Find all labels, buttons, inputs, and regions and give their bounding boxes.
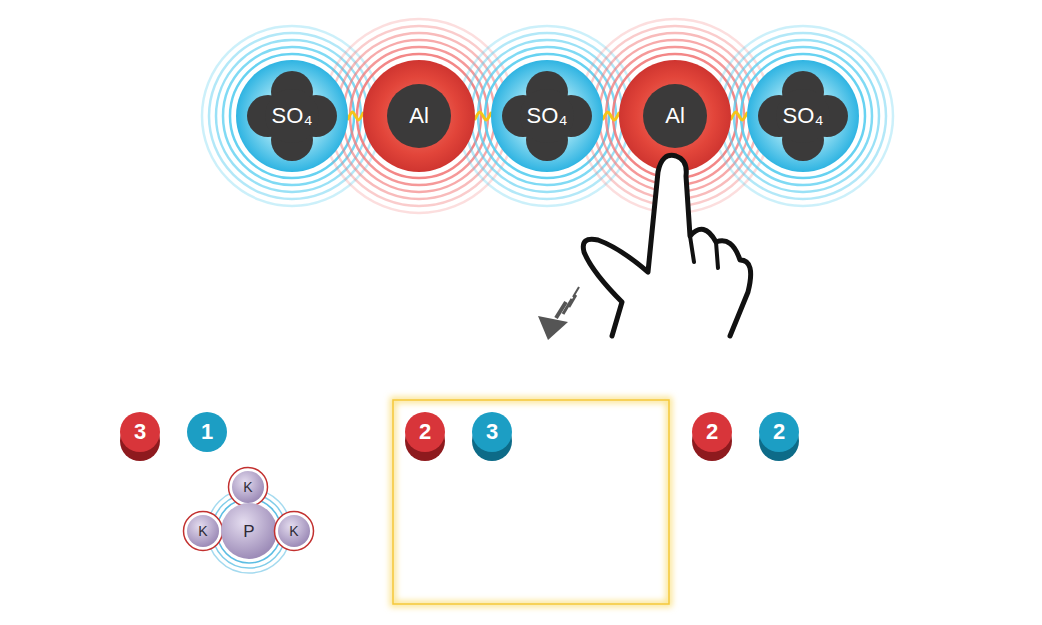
- potassium-atom: K: [273, 510, 315, 552]
- callout-number: 1: [187, 412, 227, 452]
- callout-number: 3: [120, 412, 160, 452]
- ion-glow-ring: [741, 54, 865, 178]
- callout-number: 2: [759, 412, 799, 452]
- ion-glow-ring: [713, 26, 893, 206]
- ion-symbol: SO₄: [272, 105, 313, 127]
- ionic-bond: [603, 112, 619, 120]
- aluminium-ion: Al: [363, 60, 475, 172]
- ion-glow-ring: [478, 47, 616, 185]
- phosphorus-atom: P: [221, 503, 277, 559]
- ionic-bond: [731, 112, 747, 120]
- ion-glow-ring: [230, 54, 354, 178]
- ion-glow-ring: [471, 40, 623, 192]
- ion-glow-ring: [350, 47, 488, 185]
- sulfate-ion: SO₄: [491, 60, 603, 172]
- ionic-bond: [475, 112, 491, 120]
- drop-zone: [393, 400, 669, 604]
- callout-number: 2: [692, 412, 732, 452]
- ionic-bond: [348, 112, 363, 120]
- ion-glow-ring: [599, 40, 751, 192]
- potassium-atom: K: [182, 510, 224, 552]
- swipe-arrow: [538, 287, 579, 340]
- ion-symbol: SO₄: [783, 105, 824, 127]
- ion-symbol: K: [198, 524, 207, 538]
- potassium-atom: K: [227, 466, 269, 508]
- ion-symbol: Al: [665, 105, 685, 127]
- ion-glow-ring: [357, 54, 481, 178]
- ion-symbol: K: [243, 480, 252, 494]
- callout-number: 3: [472, 412, 512, 452]
- ion-symbol: K: [289, 524, 298, 538]
- ion-symbol: P: [243, 523, 254, 540]
- ion-glow-ring: [217, 499, 281, 563]
- ion-glow-ring: [727, 40, 879, 192]
- ion-symbol: SO₄: [527, 105, 568, 127]
- callout-number: 2: [405, 412, 445, 452]
- drop-zone-glow: [393, 400, 669, 604]
- ion-glow-ring: [343, 40, 495, 192]
- sulfate-ion: SO₄: [236, 60, 348, 172]
- ion-glow-ring: [485, 54, 609, 178]
- ion-symbol: Al: [409, 105, 429, 127]
- ion-glow-ring: [223, 47, 361, 185]
- ion-glow-ring: [734, 47, 872, 185]
- ion-glow-ring: [606, 47, 744, 185]
- aluminium-ion: Al: [619, 60, 731, 172]
- ion-glow-ring: [720, 33, 886, 199]
- sulfate-ion: SO₄: [747, 60, 859, 172]
- ion-glow-ring: [613, 54, 737, 178]
